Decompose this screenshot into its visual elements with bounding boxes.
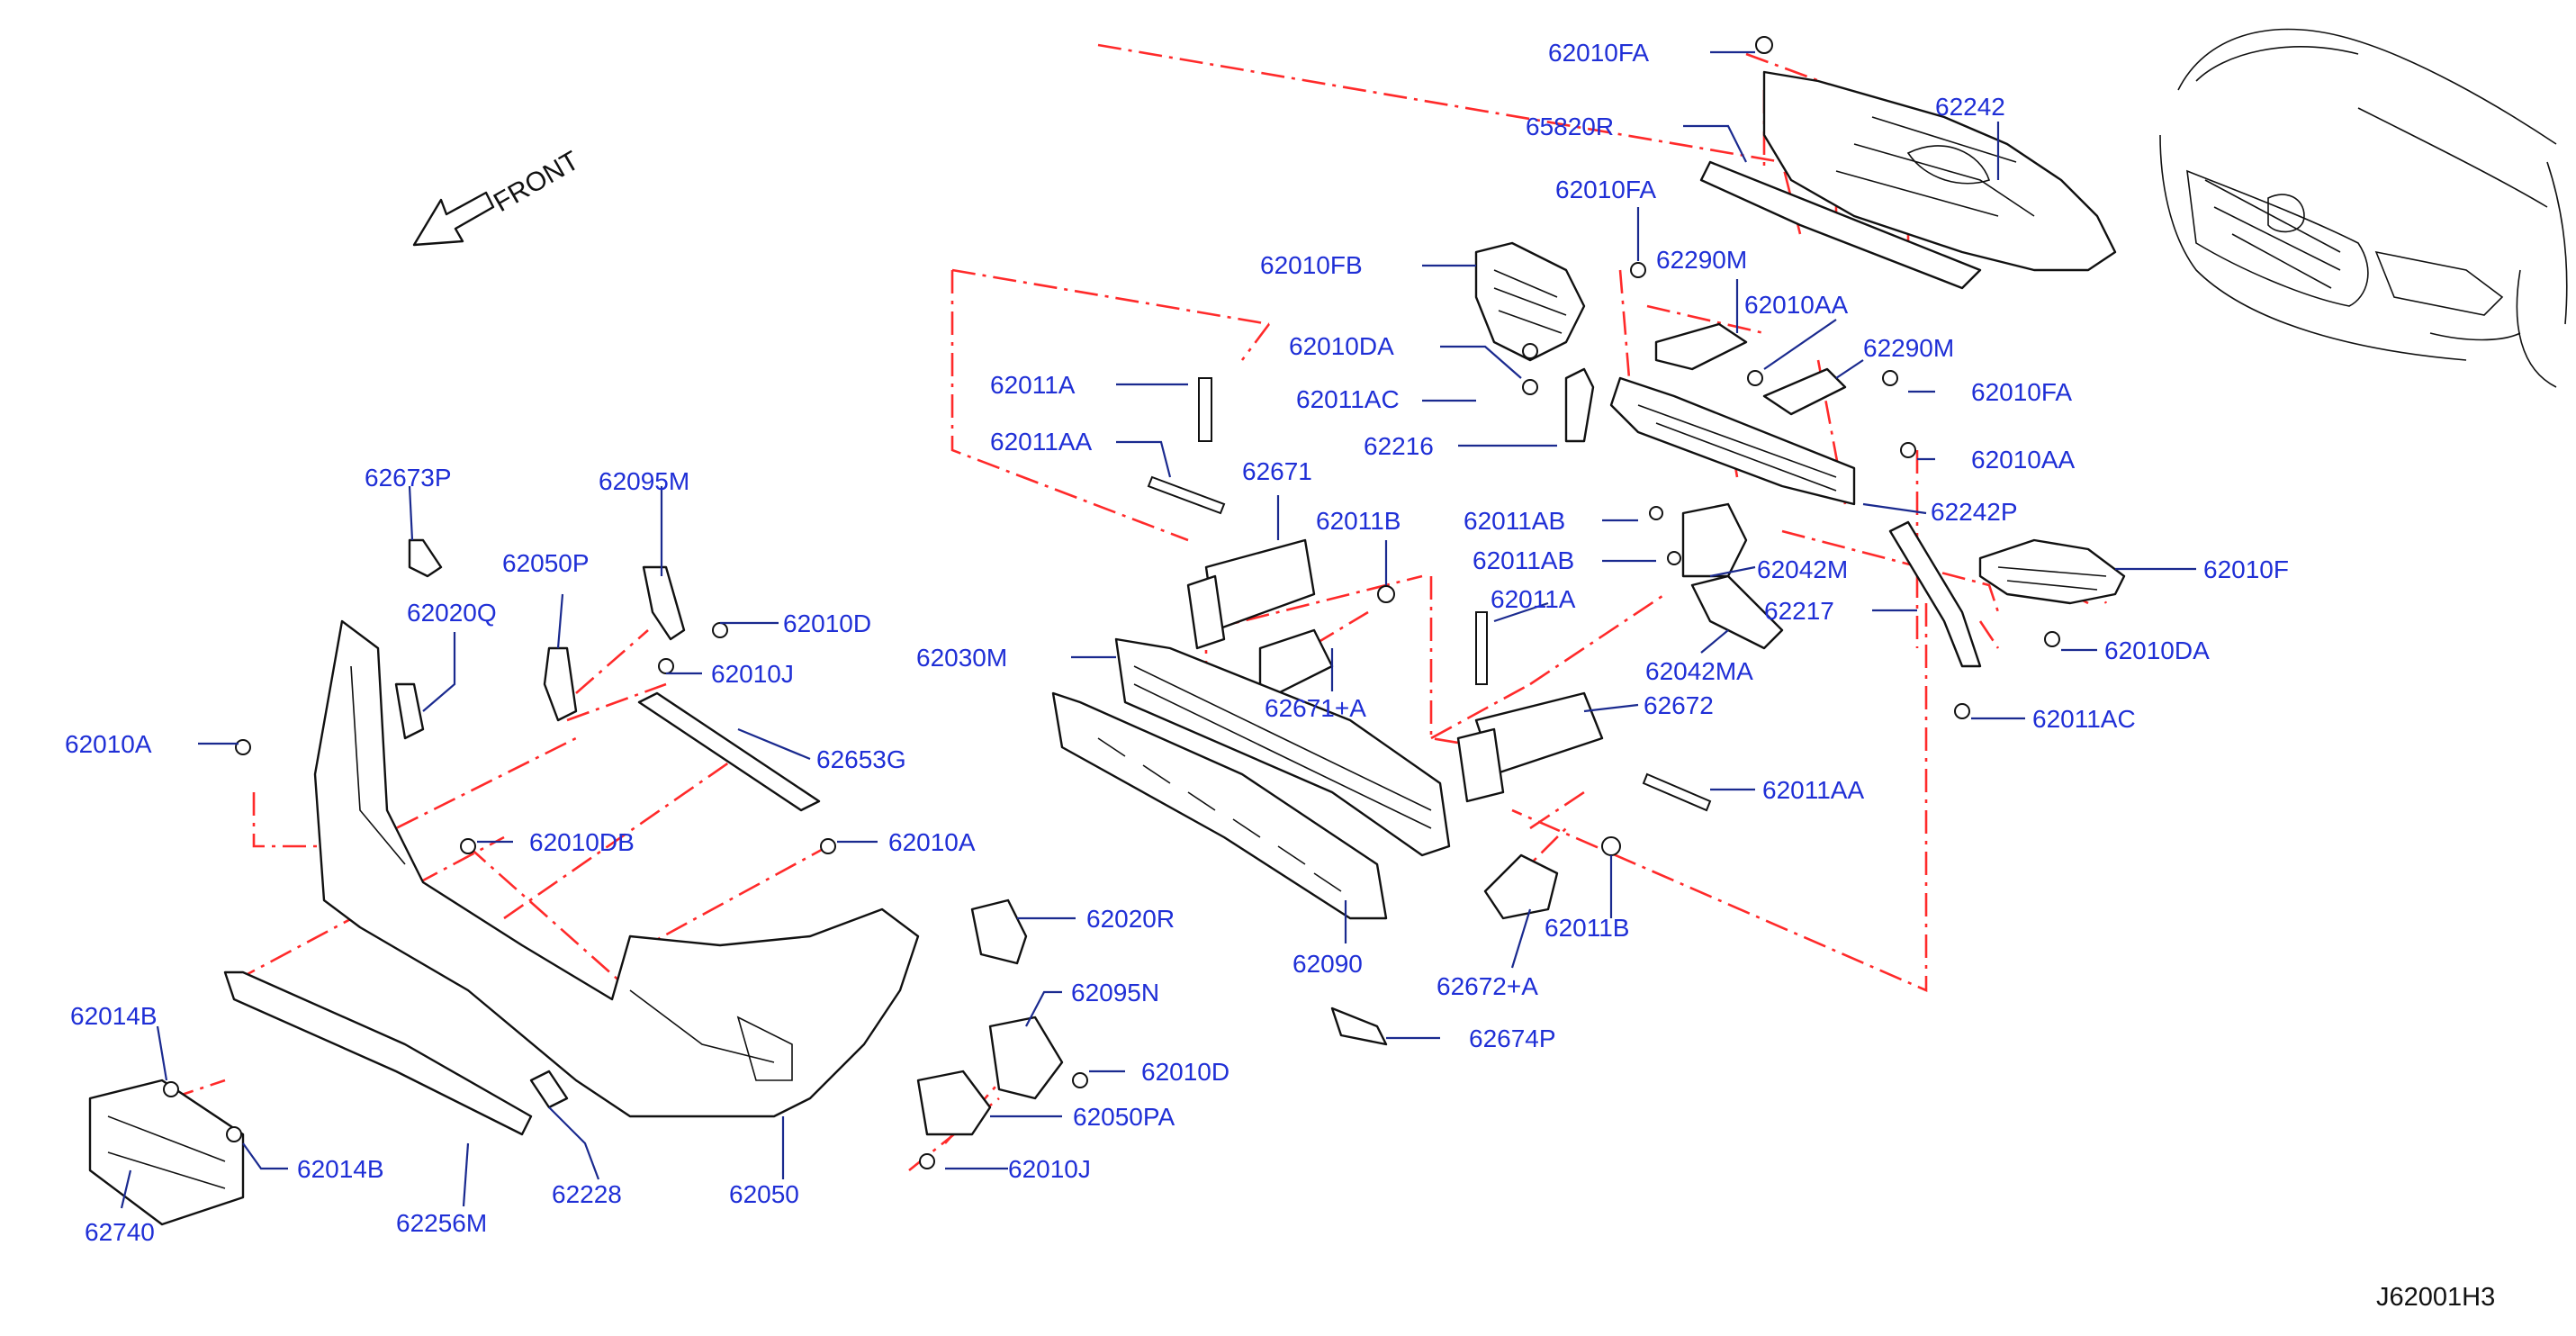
reinforcement-62653G — [637, 691, 821, 812]
label-62042MA: 62042MA — [1645, 657, 1753, 685]
fasteners — [163, 36, 2060, 1169]
label-62011AC-top: 62011AC — [1296, 385, 1400, 413]
bracket-62095N — [988, 1016, 1064, 1100]
label-62010A-mid: 62010A — [888, 828, 976, 856]
label-62010FA-mid: 62010FA — [1555, 176, 1656, 203]
license-plate-bracket-62740 — [88, 1079, 245, 1226]
bracket-62050P — [543, 646, 578, 722]
leader-lines — [120, 50, 2196, 1209]
bracket-62290M-right — [1762, 367, 1847, 416]
label-62011AA-mid: 62011AA — [1762, 776, 1864, 804]
label-62050PA: 62050PA — [1073, 1103, 1175, 1131]
label-62653G: 62653G — [816, 745, 906, 773]
label-62228: 62228 — [552, 1180, 622, 1208]
label-62050: 62050 — [729, 1180, 799, 1208]
label-62010AA-top: 62010AA — [1744, 291, 1849, 319]
stay-62671A — [1258, 628, 1334, 695]
label-62011AB-top: 62011AB — [1464, 507, 1565, 535]
label-62042M: 62042M — [1757, 555, 1848, 583]
label-62095N: 62095N — [1071, 979, 1159, 1007]
bumper-fascia-62050 — [313, 619, 920, 1118]
stay-62671 — [1186, 538, 1316, 650]
label-62256M: 62256M — [396, 1209, 487, 1237]
duct-62010FB — [1474, 241, 1586, 362]
label-62671A: 62671+A — [1265, 694, 1366, 722]
label-62090: 62090 — [1293, 950, 1363, 978]
front-direction-arrow — [412, 191, 495, 247]
label-62217: 62217 — [1764, 597, 1834, 625]
label-62672A: 62672+A — [1437, 972, 1538, 1000]
label-62011AB-mid: 62011AB — [1473, 546, 1574, 574]
label-62672: 62672 — [1644, 691, 1714, 719]
upper-reinforcement-62242P — [1609, 376, 1856, 506]
label-62290M-right: 62290M — [1863, 334, 1954, 362]
lower-air-deflector-62242 — [1762, 70, 2117, 272]
label-62010DA-top: 62010DA — [1289, 332, 1394, 360]
label-65820R: 65820R — [1526, 113, 1614, 140]
label-62010FA-right: 62010FA — [1971, 378, 2072, 406]
bracket-62042M — [1681, 502, 1748, 578]
label-62010FA-top: 62010FA — [1548, 39, 1649, 67]
bracket-62217 — [1888, 520, 1982, 668]
stay-62672A — [1483, 853, 1559, 920]
label-62095M: 62095M — [599, 467, 689, 495]
label-62242: 62242 — [1935, 93, 2005, 121]
bracket-62042MA — [1690, 574, 1784, 650]
grille-62256M — [223, 970, 533, 1136]
label-62216: 62216 — [1364, 432, 1434, 460]
label-62011A-mid: 62011A — [1491, 585, 1576, 613]
label-62050P: 62050P — [502, 549, 590, 577]
label-62010D-top: 62010D — [783, 609, 871, 637]
label-62011AA-top: 62011AA — [990, 428, 1092, 456]
label-62010DB: 62010DB — [529, 828, 635, 856]
label-62020R: 62020R — [1086, 905, 1175, 933]
label-62242P: 62242P — [1931, 498, 2018, 526]
absorber-62090 — [1051, 691, 1388, 920]
grille-62020Q — [394, 682, 425, 740]
sensor-62674P — [1330, 1007, 1388, 1046]
label-62011AC-right: 62011AC — [2032, 705, 2136, 733]
label-62010F: 62010F — [2203, 555, 2289, 583]
seal-65820R — [1699, 160, 1982, 290]
bracket-62290M-left — [1654, 322, 1748, 371]
diagram-id: J62001H3 — [2376, 1283, 2495, 1312]
vehicle-front-view — [2159, 28, 2568, 388]
label-62020Q: 62020Q — [407, 599, 497, 627]
label-62014B-top: 62014B — [70, 1002, 158, 1030]
fog-cover-62050PA — [916, 1070, 992, 1136]
reinforcement-62030M — [1114, 637, 1451, 857]
label-62011B-top: 62011B — [1316, 507, 1401, 535]
front-direction-label: FRONT — [489, 146, 584, 218]
label-62010AA-right: 62010AA — [1971, 446, 2076, 474]
label-62290M-left: 62290M — [1656, 246, 1747, 274]
label-62010A-left: 62010A — [65, 730, 152, 758]
bracket-62216 — [1564, 367, 1595, 443]
label-62010D-bottom: 62010D — [1141, 1058, 1229, 1086]
label-62010DA-right: 62010DA — [2104, 636, 2210, 664]
label-62010J-top: 62010J — [711, 660, 794, 688]
bracket-62095M — [642, 565, 686, 641]
garnish-62228 — [529, 1070, 569, 1109]
label-62030M: 62030M — [916, 644, 1007, 672]
stay-62672 — [1456, 691, 1604, 803]
label-62011A-top: 62011A — [990, 371, 1076, 399]
label-62671: 62671 — [1242, 457, 1312, 485]
label-62673P: 62673P — [365, 464, 452, 492]
label-62010FB: 62010FB — [1260, 251, 1363, 279]
label-62740: 62740 — [85, 1218, 155, 1246]
grille-62020R — [970, 898, 1028, 965]
label-62014B-bottom: 62014B — [297, 1155, 384, 1183]
bracket-62673P — [408, 538, 443, 578]
label-62674P: 62674P — [1469, 1025, 1556, 1052]
part-labels: 62010FA 65820R 62242 62010FA 62010FB 622… — [65, 39, 2289, 1246]
label-62010J-bottom: 62010J — [1008, 1155, 1091, 1183]
label-62011B-bottom: 62011B — [1545, 914, 1629, 942]
duct-62010F — [1978, 538, 2126, 605]
